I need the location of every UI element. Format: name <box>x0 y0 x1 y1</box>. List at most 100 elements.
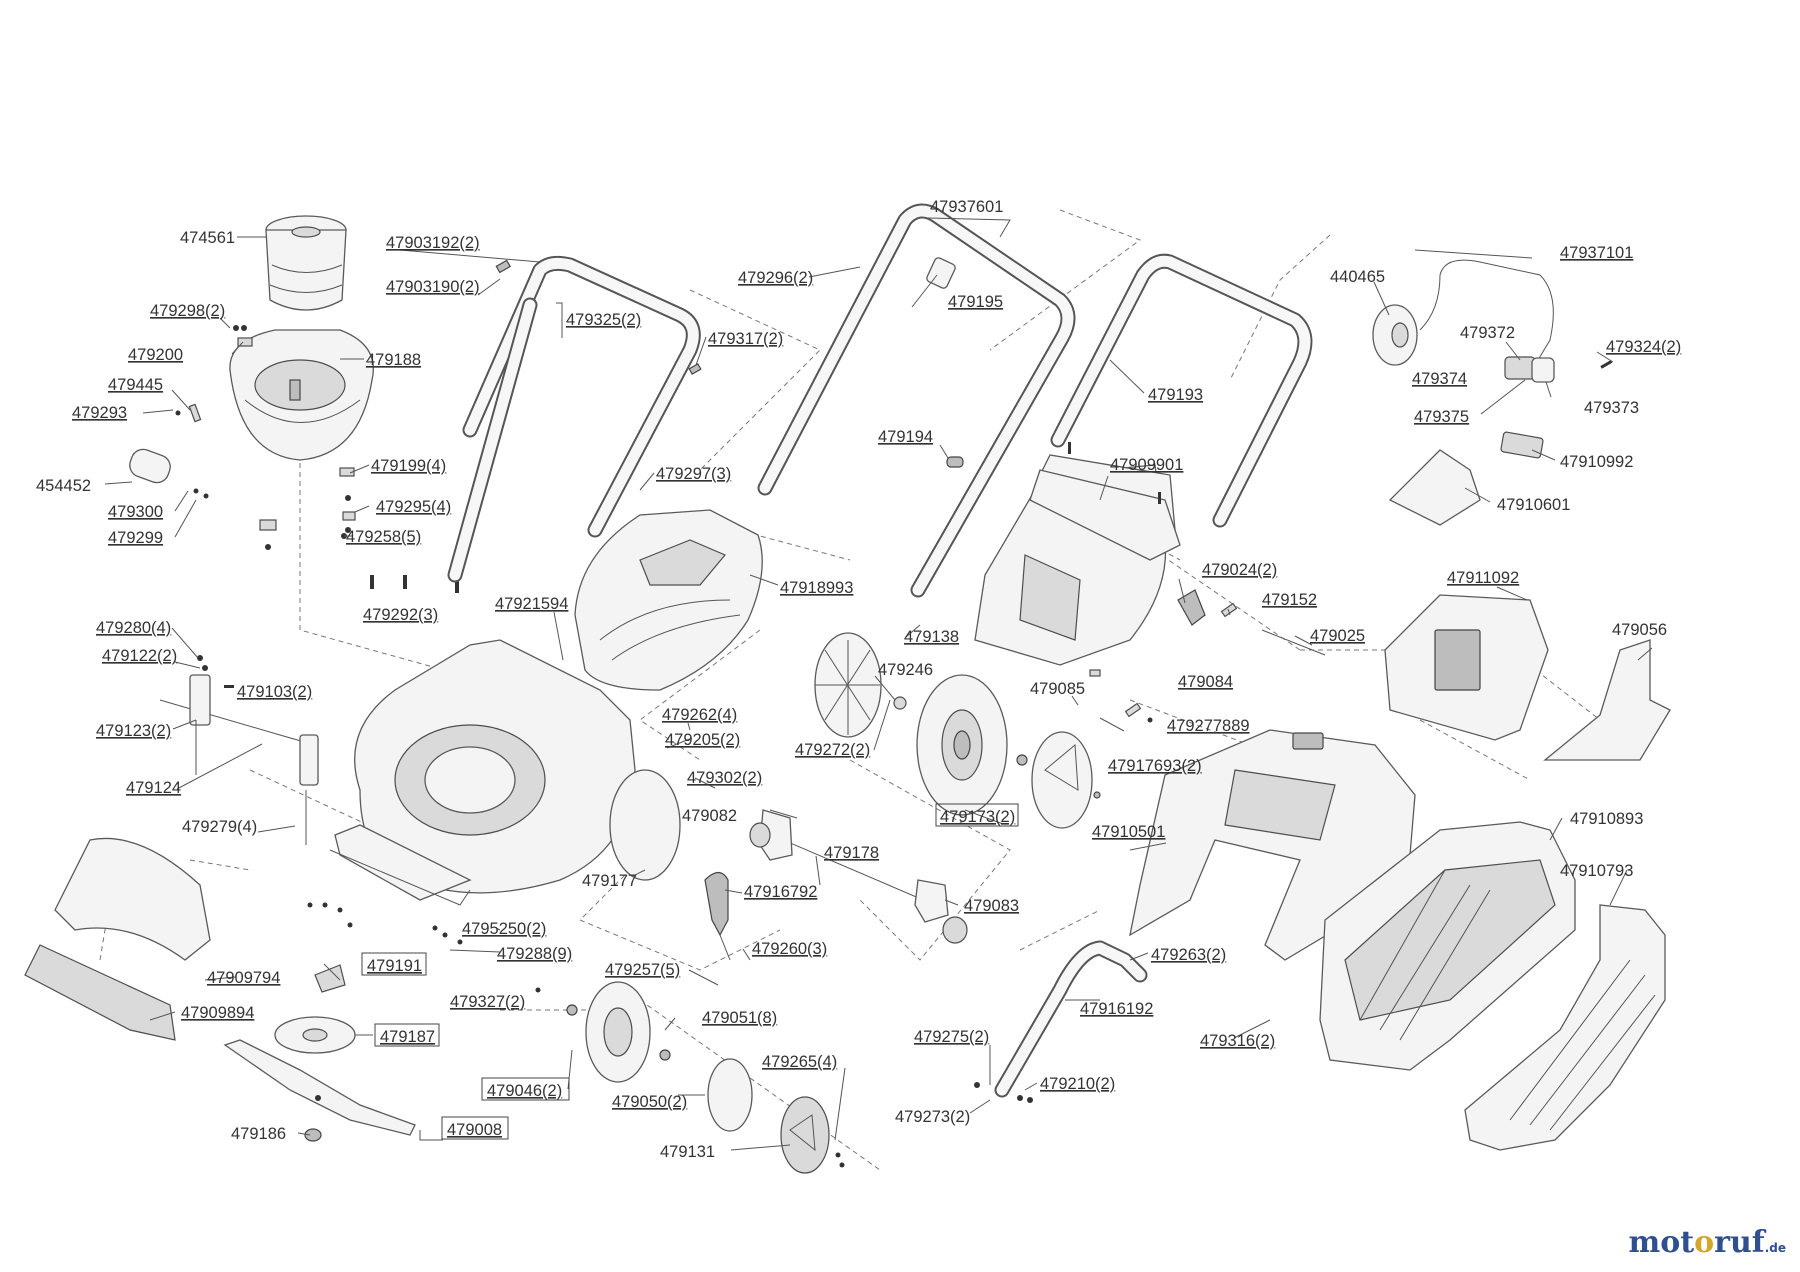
mower-deck <box>329 639 636 906</box>
front-wheel-hubcap <box>780 1096 830 1174</box>
label-479374: 479374 <box>1412 370 1467 388</box>
label-47917693: 47917693(2) <box>1108 757 1202 775</box>
label-479375: 479375 <box>1414 408 1469 426</box>
label-47910501: 47910501 <box>1092 823 1165 841</box>
label-479263: 479263(2) <box>1151 946 1226 964</box>
label-47910793: 47910793 <box>1560 862 1633 880</box>
label-479372: 479372 <box>1460 324 1515 342</box>
blade-adapter <box>274 964 356 1054</box>
label-479085: 479085 <box>1030 680 1085 698</box>
logo-tld: .de <box>1764 1241 1786 1255</box>
motoruf-logo: motoruf.de <box>1629 1225 1786 1260</box>
label-479186: 479186 <box>231 1125 286 1143</box>
label-479292: 479292(3) <box>363 606 438 624</box>
label-47910601: 47910601 <box>1497 496 1570 514</box>
label-47916192: 47916192 <box>1080 1000 1153 1018</box>
label-479083: 479083 <box>964 897 1019 915</box>
rear-small-parts <box>1068 442 1326 723</box>
label-479122: 479122(2) <box>102 647 177 665</box>
label-474561: 474561 <box>180 229 235 247</box>
label-479008: 479008 <box>447 1121 502 1139</box>
front-wheel <box>566 981 671 1083</box>
side-disc <box>609 769 681 881</box>
logo-part-2: o <box>1694 1225 1715 1260</box>
label-4795250: 4795250(2) <box>462 920 546 938</box>
grass-bag-chute <box>1543 639 1671 761</box>
label-47911092: 47911092 <box>1447 569 1519 587</box>
label-479082: 479082 <box>682 807 737 825</box>
label-47903192: 47903192(2) <box>386 234 480 252</box>
label-479246: 479246 <box>878 661 933 679</box>
label-479173: 479173(2) <box>940 808 1015 826</box>
label-479299: 479299 <box>108 529 163 547</box>
box-479173 <box>935 803 1019 827</box>
label-479191: 479191 <box>367 957 422 975</box>
grass-bag-basket <box>1319 821 1576 1071</box>
label-479262: 479262(4) <box>662 706 737 724</box>
label-479316: 479316(2) <box>1200 1032 1275 1050</box>
label-47909794: 47909794 <box>207 969 280 987</box>
label-479272: 479272(2) <box>795 741 870 759</box>
label-479194: 479194 <box>878 428 933 446</box>
box-479187 <box>374 1023 440 1047</box>
blade <box>223 1039 416 1142</box>
switch-assembly <box>1372 259 1613 526</box>
label-47910992: 47910992 <box>1560 453 1633 471</box>
upper-handle <box>1050 253 1313 528</box>
box-479046 <box>481 1077 570 1101</box>
label-479046: 479046(2) <box>487 1082 562 1100</box>
label-479210: 479210(2) <box>1040 1075 1115 1093</box>
label-479193: 479193 <box>1148 386 1203 404</box>
label-479024: 479024(2) <box>1202 561 1277 579</box>
label-479298: 479298(2) <box>150 302 225 320</box>
label-47910893: 47910893 <box>1570 810 1643 828</box>
rear-cover-panel <box>1029 469 1181 561</box>
label-479200: 479200 <box>128 346 183 364</box>
label-479187: 479187 <box>380 1028 435 1046</box>
label-479325: 479325(2) <box>566 311 641 329</box>
label-47916792: 47916792 <box>744 883 817 901</box>
label-479260: 479260(3) <box>752 940 827 958</box>
height-lever <box>704 871 731 961</box>
label-454452: 454452 <box>36 477 91 495</box>
label-479280: 479280(4) <box>96 619 171 637</box>
label-479279: 479279(4) <box>182 818 257 836</box>
label-479051: 479051(8) <box>702 1009 777 1027</box>
capacitor <box>129 448 171 484</box>
label-479050: 479050(2) <box>612 1093 687 1111</box>
label-479445: 479445 <box>108 376 163 394</box>
label-47918993: 47918993 <box>780 579 853 597</box>
label-479277889: 479277889 <box>1167 717 1250 735</box>
engine-hood <box>574 509 763 691</box>
lower-handle <box>447 255 702 583</box>
label-479178: 479178 <box>824 844 879 862</box>
front-bumper <box>24 837 211 1041</box>
label-479056: 479056 <box>1612 621 1667 639</box>
label-47921594: 47921594 <box>495 595 568 613</box>
front-wheel-disc <box>707 1058 753 1132</box>
rear-wheel <box>916 674 1008 816</box>
rear-wheel-disc <box>814 632 882 738</box>
label-479373: 479373 <box>1584 399 1639 417</box>
label-479295: 479295(4) <box>376 498 451 516</box>
label-479265: 479265(4) <box>762 1053 837 1071</box>
rear-wheel-hubcap <box>1031 731 1093 829</box>
box-479008 <box>441 1116 509 1140</box>
label-479327: 479327(2) <box>450 993 525 1011</box>
motor-housing <box>229 329 374 461</box>
logo-part-1: mot <box>1628 1225 1695 1260</box>
part-labels: 474561 479298(2) 479200 479445 479293 45… <box>36 198 1681 1161</box>
label-479296: 479296(2) <box>738 269 813 287</box>
motor-cap <box>265 215 347 311</box>
rear-wheel-bearings <box>893 696 1101 799</box>
label-479273: 479273(2) <box>895 1108 970 1126</box>
middle-handle <box>757 203 1076 598</box>
label-479124: 479124 <box>126 779 181 797</box>
label-479152: 479152 <box>1262 591 1317 609</box>
grass-bag-top <box>1129 729 1416 961</box>
label-47937601: 47937601 <box>930 198 1003 216</box>
label-479138: 479138 <box>904 628 959 646</box>
label-479297: 479297(3) <box>656 465 731 483</box>
grass-bag-rear-lower <box>1464 904 1666 1151</box>
